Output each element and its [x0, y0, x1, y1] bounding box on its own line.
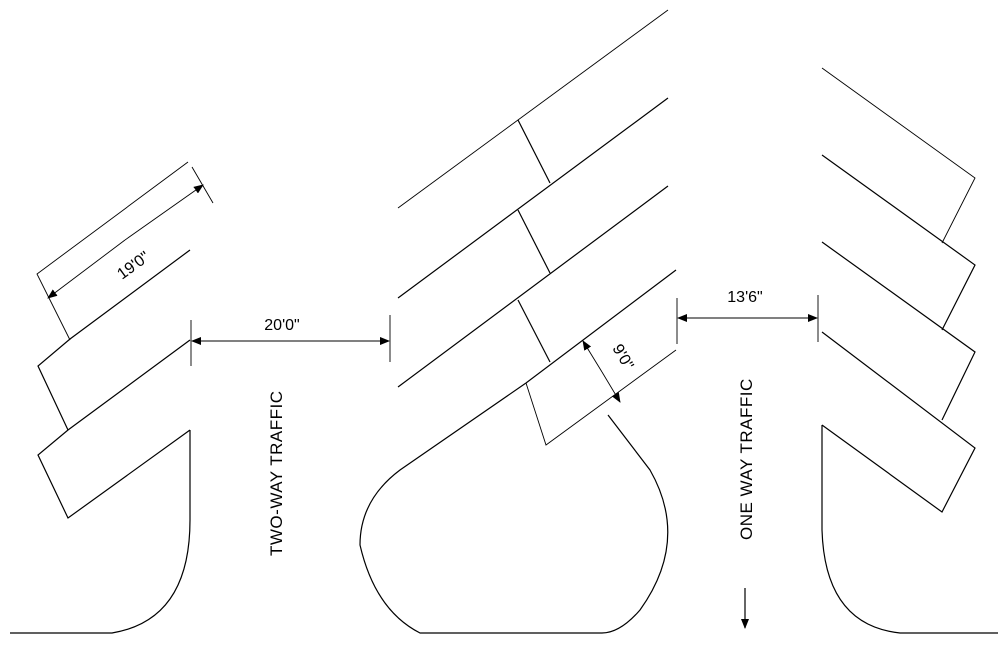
center-parking-stalls: [359, 9, 677, 634]
one-way-aisle-label: 13'6": [727, 289, 762, 306]
stall-width-dimension: 9'0": [582, 340, 637, 403]
left-parking-stalls: [10, 161, 214, 634]
two-way-aisle-dimension: 20'0": [190, 315, 391, 366]
one-way-aisle-dimension: 13'6": [676, 289, 819, 344]
stall-length-dimension: 19'0": [47, 184, 204, 299]
one-way-traffic-label: ONE WAY TRAFFIC: [737, 378, 756, 540]
stall-width-label: 9'0": [609, 342, 637, 373]
stall-length-label: 19'0": [114, 249, 153, 284]
two-way-traffic-label: TWO-WAY TRAFFIC: [267, 390, 286, 556]
right-parking-stalls: [821, 67, 998, 634]
two-way-aisle-label: 20'0": [264, 317, 299, 334]
